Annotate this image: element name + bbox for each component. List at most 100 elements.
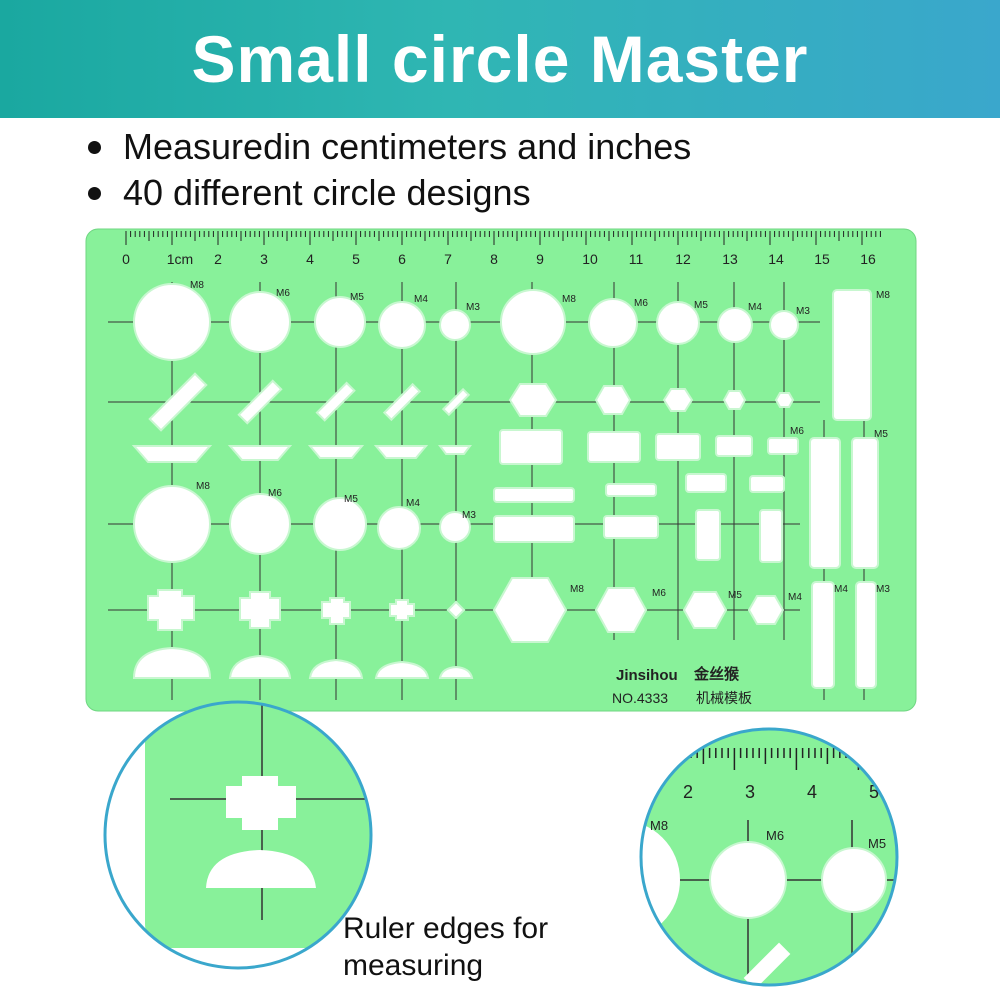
model-number: NO.4333 — [612, 690, 668, 706]
ruler-number: 2 — [214, 251, 222, 267]
caption: Ruler edges for measuring — [343, 910, 548, 984]
size-label: M5 — [728, 590, 742, 601]
segment-cutout — [307, 445, 365, 459]
flat-cutout — [685, 473, 727, 493]
ruler-number: 2 — [683, 782, 693, 802]
flat-cutout — [655, 433, 701, 461]
segment-cutout — [438, 445, 472, 455]
flat-cutout — [605, 483, 657, 497]
size-label: M6 — [766, 828, 784, 843]
model-name-cn: 机械模板 — [696, 690, 752, 706]
page-title: Small circle Master — [191, 22, 809, 96]
slot-cutout — [441, 387, 471, 417]
segment-cutout — [373, 445, 429, 459]
feature-text: 40 different circle designs — [123, 172, 531, 213]
ruler-number: 8 — [490, 251, 498, 267]
hexagon-cutout — [594, 587, 648, 633]
size-label: M8 — [570, 584, 584, 595]
ruler-number: 11 — [629, 251, 644, 267]
circle-cutout-m3 — [769, 310, 799, 340]
feature-item: Measuredin centimeters and inches — [88, 124, 691, 170]
size-label: M8 — [876, 290, 890, 301]
feature-item: 40 different circle designs — [88, 170, 691, 216]
slot-cutout — [811, 581, 835, 689]
circle-cutout-m6 — [229, 493, 291, 555]
bullet-icon — [88, 186, 101, 200]
cross-cutout — [389, 599, 415, 621]
slot-cutout — [809, 437, 841, 569]
size-label: M3 — [462, 510, 476, 521]
size-label: M8 — [562, 294, 576, 305]
slot-cutout — [832, 289, 872, 421]
ruler-number: 3 — [745, 782, 755, 802]
brand-name-cn: 金丝猴 — [693, 665, 740, 683]
dome-cutout — [308, 658, 364, 679]
size-label: M5 — [350, 292, 364, 303]
size-label: M5 — [344, 494, 358, 505]
ruler-number: 3 — [260, 251, 268, 267]
slot-cutout — [148, 372, 208, 432]
flat-cutout — [603, 515, 659, 539]
size-label: M8 — [190, 280, 204, 291]
size-label: M5 — [694, 300, 708, 311]
ruler-number: 15 — [814, 251, 830, 267]
flat-cutout — [715, 435, 753, 457]
circle-cutout-m6 — [709, 841, 787, 919]
ruler-ticks — [125, 231, 881, 245]
flat-cutout — [759, 509, 783, 563]
circle-cutout-m8 — [133, 485, 211, 563]
ruler-number: 5 — [869, 782, 879, 802]
size-label: M4 — [788, 592, 802, 603]
flat-cutout — [767, 437, 799, 455]
cross-cutout — [321, 597, 351, 625]
size-label: M6 — [276, 288, 290, 299]
feature-text: Measuredin centimeters and inches — [123, 126, 692, 167]
ruler-number: 4 — [807, 782, 817, 802]
size-label: M4 — [414, 294, 428, 305]
zoom-detail-left — [103, 700, 373, 970]
size-label: M6 — [652, 588, 666, 599]
size-label: M6 — [790, 426, 804, 437]
ruler-number: 9 — [536, 251, 544, 267]
flat-cutout — [499, 429, 563, 465]
hexagon-cutout — [774, 392, 795, 408]
circle-cutout-m6 — [588, 298, 638, 348]
size-label: M8 — [650, 818, 668, 833]
flat-cutout — [493, 515, 575, 543]
feature-list: Measuredin centimeters and inches 40 dif… — [88, 124, 691, 216]
size-label: M4 — [834, 584, 848, 595]
ruler-number: 5 — [352, 251, 360, 267]
hexagon-cutout — [508, 383, 558, 417]
cross-cutout — [239, 591, 281, 629]
circle-cutout-m6 — [229, 291, 291, 353]
circle-cutout-m5 — [821, 847, 887, 913]
size-label: M6 — [268, 488, 282, 499]
ruler-number: 12 — [675, 251, 691, 267]
title-banner: Small circle Master — [0, 0, 1000, 118]
ruler-number: 14 — [768, 251, 784, 267]
size-label: M4 — [748, 302, 762, 313]
circle-cutout-m5 — [313, 497, 367, 551]
slot-cutout — [851, 437, 879, 569]
slot-cutout — [743, 942, 791, 985]
size-label: M5 — [868, 836, 886, 851]
caption-line: measuring — [343, 949, 484, 982]
cross-cutout — [147, 589, 195, 631]
zoom-detail-right: 2 3 4 5 M8 M6 M5 — [639, 727, 899, 987]
ruler-number: 6 — [398, 251, 406, 267]
dome-cutout — [206, 850, 316, 888]
slot-cutout — [237, 379, 283, 425]
caption-line: Ruler edges for — [343, 912, 549, 945]
diamond-cutout — [446, 600, 466, 620]
circle-cutout-m8 — [500, 289, 566, 355]
slot-cutout — [382, 382, 422, 422]
flat-cutout — [493, 487, 575, 503]
ruler-number: 10 — [582, 251, 598, 267]
size-label: M5 — [874, 429, 888, 440]
bullet-icon — [88, 140, 101, 154]
circle-cutout-m5 — [314, 296, 366, 348]
hexagon-cutout — [682, 591, 728, 629]
dome-cutout — [374, 660, 430, 679]
circle-cutout-m4 — [378, 301, 426, 349]
